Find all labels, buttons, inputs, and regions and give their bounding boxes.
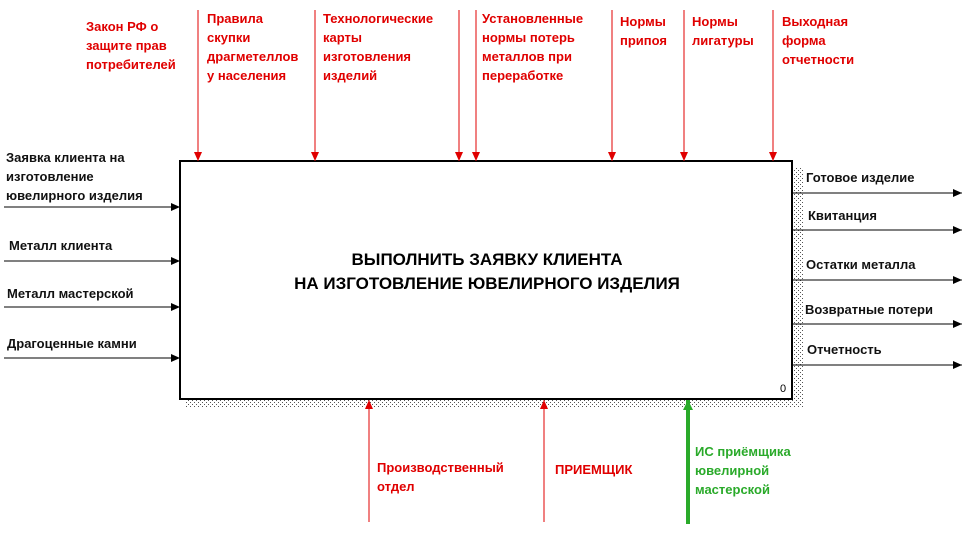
control-label-1: Закон РФ о защите прав потребителей (86, 19, 176, 72)
output-label-3: Остатки металла (806, 257, 916, 272)
control-label-2: Правила скупки драгметеллов у населения (207, 11, 299, 83)
function-box-title: ВЫПОЛНИТЬ ЗАЯВКУ КЛИЕНТА НА ИЗГОТОВЛЕНИЕ… (294, 250, 680, 293)
function-box-node-number: 0 (780, 383, 787, 395)
control-label-5: Нормы припоя (620, 14, 667, 48)
output-label-4: Возвратные потери (805, 302, 933, 317)
mechanism-label-2: ПРИЕМЩИК (555, 462, 633, 477)
mechanism-label-1: Производственный отдел (377, 460, 504, 494)
input-label-3: Металл мастерской (7, 286, 134, 301)
control-label-6: Нормы лигатуры (692, 14, 754, 48)
input-label-2: Металл клиента (9, 238, 113, 253)
input-label-1: Заявка клиента на изготовление ювелирног… (6, 150, 143, 203)
output-label-2: Квитанция (808, 208, 877, 223)
control-label-3: Технологические карты изготовления издел… (323, 11, 434, 83)
input-label-4: Драгоценные камни (7, 336, 137, 351)
mechanism-label-3: ИС приёмщика ювелирной мастерской (695, 444, 791, 497)
output-label-5: Отчетность (807, 342, 882, 357)
control-label-4: Установленные нормы потерь металлов при … (482, 11, 584, 83)
function-box[interactable] (179, 160, 793, 400)
output-label-1: Готовое изделие (806, 170, 915, 185)
control-label-7: Выходная форма отчетности (782, 14, 855, 67)
